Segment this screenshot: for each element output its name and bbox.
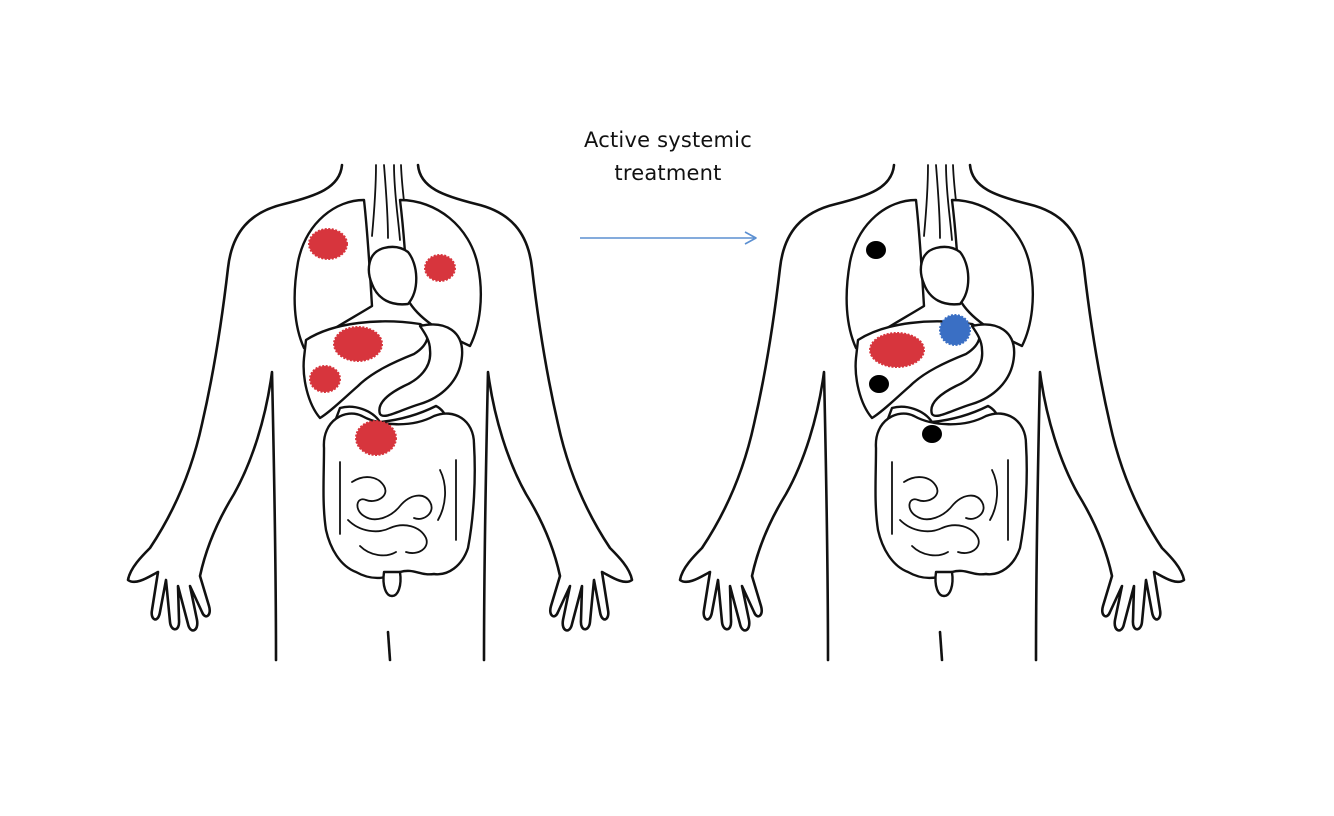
- caption-line-2: treatment: [614, 161, 722, 185]
- caption-line-1: Active systemic: [584, 128, 752, 152]
- treatment-arrow: [580, 231, 757, 245]
- after-treatment-lesion-liver-upper: [869, 332, 925, 368]
- lesion-layer: [308, 228, 971, 456]
- after-treatment-lesion-stomach: [939, 314, 971, 346]
- after-treatment-lesion-pancreas: [922, 425, 942, 443]
- arrow-head: [744, 231, 757, 245]
- after-body-figure: [678, 163, 1186, 662]
- before-treatment-lesion-liver-lower: [309, 365, 341, 393]
- treatment-caption: Active systemic treatment: [560, 124, 776, 190]
- before-body-figure: [126, 163, 634, 662]
- before-treatment-lesion-liver-upper: [333, 326, 383, 362]
- after-treatment-lesion-liver-lower: [869, 375, 889, 393]
- before-treatment-lesion-pancreas: [355, 420, 397, 456]
- after-treatment-lesion-right-lung: [866, 241, 886, 259]
- before-treatment-lesion-left-lung: [424, 254, 456, 282]
- before-treatment-lesion-right-lung: [308, 228, 348, 260]
